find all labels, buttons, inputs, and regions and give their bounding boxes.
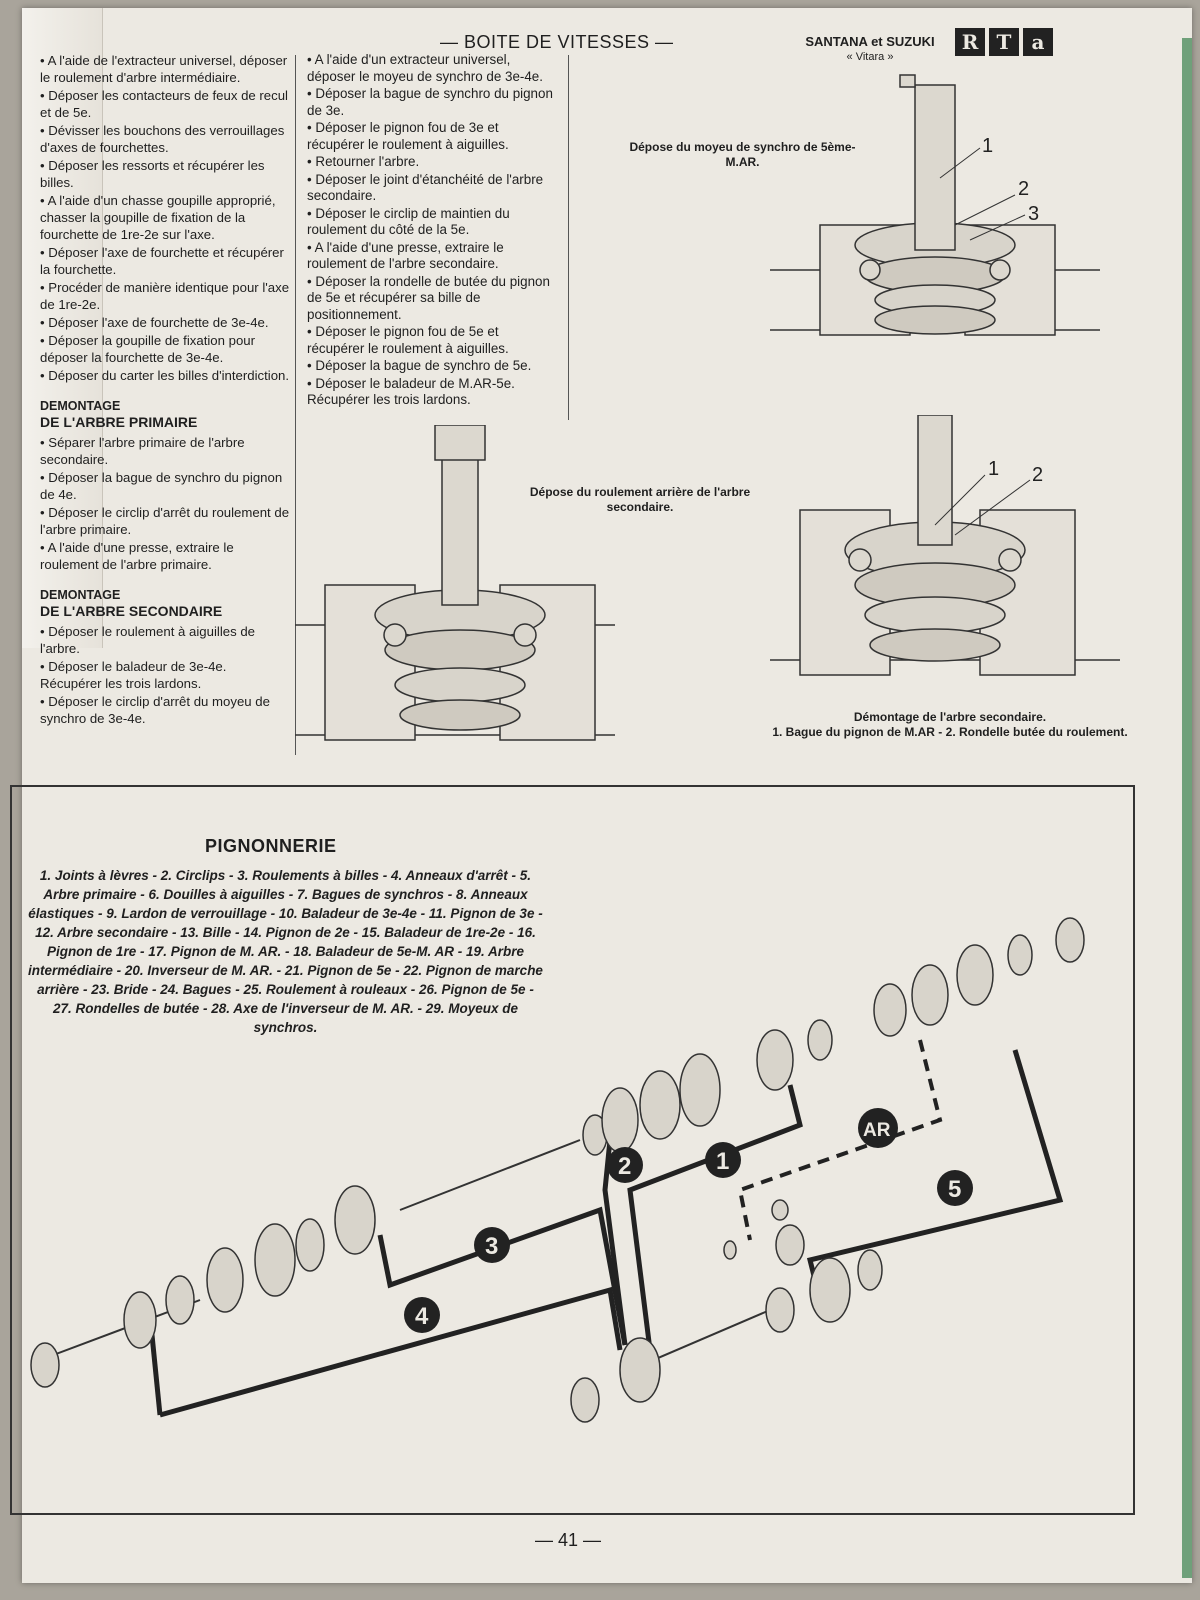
procedure-list-2: A l'aide d'un extracteur universel, dépo… (307, 52, 557, 409)
brand-header: SANTANA et SUZUKI « Vitara » (790, 34, 950, 63)
pignonnerie-legend: 1. Joints à lèvres - 2. Circlips - 3. Ro… (28, 868, 543, 1035)
list-item: Déposer la goupille de fixation pour dép… (40, 332, 290, 366)
list-item: Déposer le baladeur de M.AR-5e. Récupére… (307, 376, 557, 409)
svg-text:5: 5 (948, 1176, 961, 1203)
figure-1-press-illustration: 1 2 3 (770, 74, 1100, 336)
list-item: A l'aide de l'extracteur universel, dépo… (40, 52, 290, 86)
heading-demontage-primaire: DEMONTAGE DE L'ARBRE PRIMAIRE (40, 399, 198, 430)
list-item: Déposer le pignon fou de 3e et récupérer… (307, 120, 557, 153)
figure-3-press-illustration: 1 2 (770, 415, 1120, 676)
logo-letter-a: a (1023, 28, 1053, 56)
list-item: Déposer la rondelle de butée du pignon d… (307, 274, 557, 324)
page-edge-strip (1182, 38, 1192, 1578)
brand-name: SANTANA et SUZUKI (805, 34, 935, 49)
list-item: Déposer le joint d'étanchéité de l'arbre… (307, 172, 557, 205)
list-item: Déposer le circlip d'arrêt du roulement … (40, 504, 290, 538)
list-item: Déposer le circlip de maintien du roulem… (307, 206, 557, 239)
gear-marker-4 (404, 1297, 440, 1333)
power-path-5 (806, 1049, 1064, 1301)
svg-text:1: 1 (716, 1148, 729, 1175)
callout-2: 2 (1032, 464, 1043, 486)
power-path-2 (602, 1139, 628, 1346)
callout-3: 3 (1028, 203, 1039, 225)
rta-logo: R T a (955, 28, 1053, 56)
list-item: Retourner l'arbre. (307, 154, 557, 171)
list-item: Déposer l'axe de fourchette et récupérer… (40, 244, 290, 278)
list-item: Séparer l'arbre primaire de l'arbre seco… (40, 434, 290, 468)
list-item: Déposer la bague de synchro de 5e. (307, 358, 557, 375)
page-number: — 41 — (535, 1530, 602, 1550)
gear-marker-1 (705, 1142, 741, 1178)
list-item: Déposer la bague de synchro du pignon de… (40, 469, 290, 503)
list-item: A l'aide d'un extracteur universel, dépo… (307, 52, 557, 85)
list-item: Déposer le pignon fou de 5e et récupérer… (307, 324, 557, 357)
gear-marker-5 (937, 1170, 973, 1206)
list-item: A l'aide d'une presse, extraire le roule… (307, 240, 557, 273)
callout-1: 1 (988, 458, 999, 480)
figure-2-caption: Dépose du roulement arrière de l'arbre s… (529, 485, 751, 514)
pignonnerie-panel (10, 785, 1135, 1515)
list-item: Déposer le circlip d'arrêt du moyeu de s… (40, 693, 290, 727)
heading-demontage-secondaire: DEMONTAGE DE L'ARBRE SECONDAIRE (40, 588, 223, 619)
list-item: A l'aide d'un chasse goupille approprié,… (40, 192, 290, 243)
text-column-1: A l'aide de l'extracteur universel, dépo… (40, 52, 290, 728)
column-divider-2 (568, 55, 569, 420)
section-header: — BOITE DE VITESSES — (440, 32, 674, 52)
power-path-reverse (737, 1039, 943, 1241)
procedure-list-primaire: Séparer l'arbre primaire de l'arbre seco… (40, 434, 290, 573)
procedure-list-secondaire: Déposer le roulement à aiguilles de l'ar… (40, 623, 290, 727)
figure-2-press-illustration (295, 425, 615, 741)
svg-text:AR: AR (863, 1120, 891, 1141)
list-item: A l'aide d'une presse, extraire le roule… (40, 539, 290, 573)
list-item: Déposer le roulement à aiguilles de l'ar… (40, 623, 290, 657)
gear-marker-3 (474, 1227, 510, 1263)
power-path-4 (159, 1286, 623, 1418)
callout-2: 2 (1018, 178, 1029, 200)
secondary-shaft (399, 1139, 581, 1211)
text-column-2: A l'aide d'un extracteur universel, dépo… (307, 52, 557, 410)
gear-marker-2 (607, 1147, 643, 1183)
logo-letter-t: T (989, 28, 1019, 56)
gearbox-exploded-diagram: 1 2 3 4 5 AR (30, 917, 1085, 1423)
column-divider-1 (295, 55, 296, 755)
list-item: Déposer les ressorts et récupérer les bi… (40, 157, 290, 191)
svg-text:2: 2 (618, 1153, 631, 1180)
gear-marker-reverse (858, 1108, 898, 1148)
brand-model: « Vitara » (846, 51, 894, 63)
list-item: Déposer les contacteurs de feux de recul… (40, 87, 290, 121)
callout-1: 1 (982, 135, 993, 157)
logo-letter-r: R (955, 28, 985, 56)
figure-1-caption: Dépose du moyeu de synchro de 5ème-M.AR. (629, 140, 856, 169)
list-item: Déposer du carter les billes d'interdict… (40, 367, 290, 384)
list-item: Déposer l'axe de fourchette de 3e-4e. (40, 314, 290, 331)
pignonnerie-title: PIGNONNERIE (205, 836, 337, 856)
list-item: Dévisser les bouchons des verrouillages … (40, 122, 290, 156)
svg-text:3: 3 (485, 1233, 498, 1260)
list-item: Déposer la bague de synchro du pignon de… (307, 86, 557, 119)
list-item: Déposer le baladeur de 3e-4e. Récupérer … (40, 658, 290, 692)
figure-3-caption: Démontage de l'arbre secondaire. 1. Bagu… (772, 710, 1128, 739)
procedure-list-1: A l'aide de l'extracteur universel, dépo… (40, 52, 290, 384)
svg-text:4: 4 (415, 1303, 429, 1330)
list-item: Procéder de manière identique pour l'axe… (40, 279, 290, 313)
